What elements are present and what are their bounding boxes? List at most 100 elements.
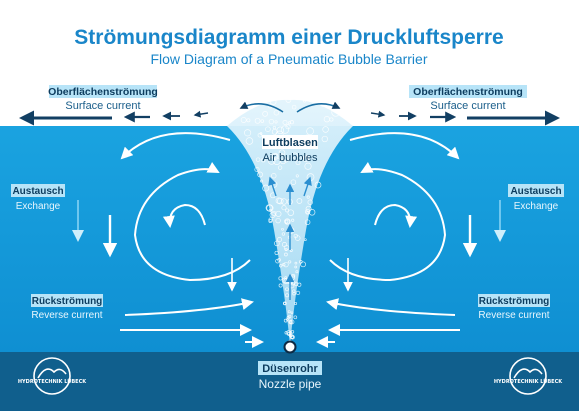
bubble-dot: [260, 119, 265, 123]
bubble-dot: [275, 210, 282, 217]
surface-arrow-right-4: [370, 110, 386, 118]
bubble-dot: [257, 171, 263, 178]
bubble-dot: [277, 258, 281, 262]
bubbles-label-en: Air bubbles: [262, 152, 318, 164]
bubble-dot: [294, 261, 298, 265]
bubble-dot: [274, 120, 278, 124]
plume-up-arrow-5: [303, 176, 312, 197]
bubble-dot: [279, 264, 283, 268]
surface-left-label-de: Oberflächenströmung: [48, 86, 158, 98]
bubble-dot: [303, 238, 307, 242]
right-inner-loop: [374, 203, 418, 228]
bubble-dot: [287, 209, 295, 216]
bubble-dot: [285, 97, 292, 103]
bubble-dot: [272, 125, 277, 130]
bubble-dot: [275, 217, 281, 224]
bubble-dot: [295, 290, 301, 296]
bubble-dot: [268, 217, 273, 222]
bubble-dot: [285, 293, 290, 298]
bubble-dot: [244, 129, 252, 137]
bubble-dot: [277, 237, 282, 242]
nozzle-label-box: [258, 361, 322, 375]
bubble-dot: [257, 132, 263, 138]
title-english: Flow Diagram of a Pneumatic Bubble Barri…: [150, 51, 427, 67]
bubble-dot: [292, 289, 296, 293]
bubble-dot: [285, 287, 289, 292]
bubble-dot: [288, 121, 291, 125]
bubble-dot: [267, 156, 276, 165]
right-circulation: [316, 132, 478, 348]
bubble-dot: [254, 117, 261, 124]
bubble-dot: [314, 181, 322, 189]
surface-left-label-en: Surface current: [65, 100, 140, 112]
bubble-dot: [304, 162, 312, 170]
surface-arrows-right: [370, 110, 560, 126]
bubble-dot: [281, 227, 284, 231]
left-bottom-arrow-2: [124, 298, 254, 316]
bubble-dot: [269, 98, 277, 105]
bubble-dot: [321, 135, 328, 143]
bubble-dot: [278, 283, 283, 288]
bubble-dot: [306, 127, 314, 136]
surface-left-label-box: [49, 85, 157, 98]
plume-up-arrows: [268, 176, 312, 300]
exchange-right-label-de: Austausch: [510, 186, 561, 197]
bubble-dot: [297, 282, 302, 287]
bubble-dot: [286, 330, 291, 335]
logo-right: HYDROTECHNIK LÜBECK: [494, 357, 563, 395]
bubble-dot: [291, 104, 297, 110]
bubble-dot: [265, 204, 273, 212]
bubble-dot: [282, 119, 288, 125]
nozzle-label-de: Düsenrohr: [262, 363, 318, 375]
bubble-dot: [291, 152, 298, 159]
left-inner-loop: [162, 203, 206, 228]
right-outer-top-arrow: [349, 132, 460, 160]
bubble-dot: [246, 118, 251, 123]
plume-up-arrow-4: [268, 176, 277, 197]
reverse-left-label-box: [31, 294, 103, 307]
bubble-dot: [285, 124, 291, 130]
logo-left-text: HYDROTECHNIK LÜBECK: [18, 378, 87, 385]
bubble-dot: [273, 157, 281, 165]
bubble-dot: [305, 211, 309, 215]
reverse-right-label-en: Reverse current: [478, 310, 549, 321]
bubble-dot: [277, 197, 284, 205]
bubble-dot: [329, 117, 334, 122]
bubble-dot: [245, 137, 254, 145]
bubble-dot: [259, 179, 263, 183]
surface-right-label-box: [409, 85, 527, 98]
bubble-dot: [283, 318, 288, 323]
bubble-dot: [295, 160, 301, 166]
bubble-dot: [281, 232, 286, 236]
exchange-left-label-de: Austausch: [12, 186, 63, 197]
left-outer-top-arrow: [120, 132, 231, 160]
exchange-left-label-box: [11, 184, 65, 197]
left-middle-loop: [133, 161, 251, 282]
surface-arrow-left-4: [193, 110, 209, 118]
bubble-dot: [345, 97, 352, 105]
nozzle-label-en: Nozzle pipe: [259, 377, 322, 391]
bubble-dot: [295, 174, 299, 178]
bubble-dot: [288, 260, 292, 264]
bubble-dot: [289, 330, 293, 335]
bubble-dot: [293, 315, 298, 320]
bubble-dot: [302, 99, 307, 103]
bubble-dot: [265, 126, 271, 132]
bubble-dot: [290, 335, 294, 339]
bubble-dot: [294, 235, 301, 241]
bubble-dot: [262, 184, 270, 192]
plume-top-arrow-left: [239, 101, 284, 113]
title-german: Strömungsdiagramm einer Druckluftsperre: [74, 26, 503, 49]
logo-right-ring: [509, 357, 547, 395]
bubble-dot: [289, 249, 293, 252]
surface-arrows-left: [19, 110, 209, 126]
bubbles-label-box: [262, 135, 318, 149]
bubble-dot: [271, 128, 278, 135]
bubble-dot: [287, 310, 291, 314]
bubble-dot: [290, 311, 294, 315]
plume-top-arrows: [239, 101, 341, 113]
bubble-dot: [284, 252, 288, 257]
right-middle-loop: [329, 161, 447, 282]
bubble-dot: [261, 157, 266, 163]
bubble-dot: [281, 242, 288, 248]
